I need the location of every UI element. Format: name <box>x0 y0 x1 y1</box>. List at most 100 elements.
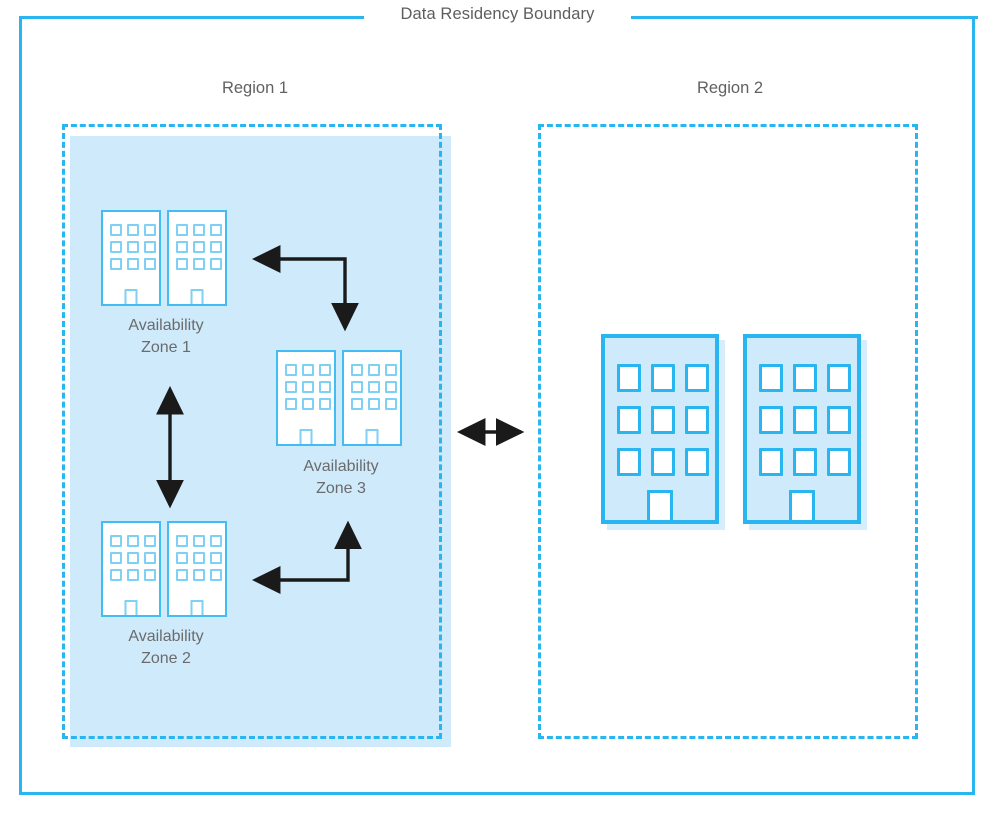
window <box>385 381 397 393</box>
window <box>368 398 380 410</box>
building-windows <box>617 364 711 476</box>
building-icon <box>342 350 402 446</box>
window <box>193 258 205 270</box>
window <box>759 406 783 434</box>
window <box>110 569 122 581</box>
window <box>302 364 314 376</box>
boundary-title: Data Residency Boundary <box>400 5 595 23</box>
boundary-top-border-right <box>631 16 978 19</box>
window <box>110 224 122 236</box>
window <box>351 398 363 410</box>
window <box>127 552 139 564</box>
region-1-box <box>62 124 442 739</box>
window <box>110 241 122 253</box>
window <box>685 364 709 392</box>
window <box>351 381 363 393</box>
building-door <box>647 490 673 520</box>
window <box>176 258 188 270</box>
building-door <box>365 429 379 444</box>
window <box>319 398 331 410</box>
window <box>651 406 675 434</box>
window <box>759 448 783 476</box>
window <box>285 398 297 410</box>
window <box>144 224 156 236</box>
building-windows <box>351 364 397 410</box>
window <box>617 364 641 392</box>
window <box>651 448 675 476</box>
building-windows <box>176 224 222 270</box>
window <box>127 569 139 581</box>
window <box>144 258 156 270</box>
window <box>302 398 314 410</box>
window <box>827 406 851 434</box>
window <box>127 224 139 236</box>
window <box>302 381 314 393</box>
window <box>193 569 205 581</box>
region-2-title: Region 2 <box>696 79 764 97</box>
window <box>793 364 817 392</box>
window <box>110 552 122 564</box>
window <box>827 448 851 476</box>
building-icon <box>167 210 227 306</box>
window <box>368 364 380 376</box>
window <box>617 406 641 434</box>
building-icon <box>167 521 227 617</box>
window <box>193 552 205 564</box>
building-door <box>190 289 204 304</box>
window <box>176 552 188 564</box>
window <box>144 535 156 547</box>
window <box>127 258 139 270</box>
window <box>127 241 139 253</box>
building-icon <box>601 334 719 524</box>
window <box>285 364 297 376</box>
building-windows <box>285 364 331 410</box>
window <box>110 535 122 547</box>
az-1-buildings <box>101 210 227 306</box>
window <box>193 535 205 547</box>
window <box>651 364 675 392</box>
window <box>685 448 709 476</box>
building-windows <box>110 535 156 581</box>
window <box>144 241 156 253</box>
window <box>759 364 783 392</box>
window <box>110 258 122 270</box>
window <box>193 241 205 253</box>
window <box>144 569 156 581</box>
region-2-box <box>538 124 918 739</box>
window <box>685 406 709 434</box>
building-icon <box>101 210 161 306</box>
window <box>793 406 817 434</box>
az-3-label: Availability Zone 3 <box>303 458 379 497</box>
building-icon <box>101 521 161 617</box>
az-2-buildings <box>101 521 227 617</box>
window <box>827 364 851 392</box>
az-2-label: Availability Zone 2 <box>128 628 204 667</box>
window <box>319 381 331 393</box>
window <box>193 224 205 236</box>
az-3-buildings <box>276 350 402 446</box>
window <box>210 535 222 547</box>
boundary-top-border-left <box>19 16 364 19</box>
window <box>176 224 188 236</box>
building-door <box>789 490 815 520</box>
region-2-buildings <box>601 334 861 524</box>
window <box>385 364 397 376</box>
window <box>210 552 222 564</box>
building-windows <box>759 364 853 476</box>
window <box>617 448 641 476</box>
window <box>176 535 188 547</box>
window <box>176 569 188 581</box>
window <box>127 535 139 547</box>
window <box>385 398 397 410</box>
region-1-title: Region 1 <box>221 79 289 97</box>
window <box>793 448 817 476</box>
building-door <box>124 289 138 304</box>
building-windows <box>110 224 156 270</box>
window <box>176 241 188 253</box>
window <box>285 381 297 393</box>
window <box>351 364 363 376</box>
window <box>210 224 222 236</box>
az-1-label: Availability Zone 1 <box>128 317 204 356</box>
building-windows <box>176 535 222 581</box>
